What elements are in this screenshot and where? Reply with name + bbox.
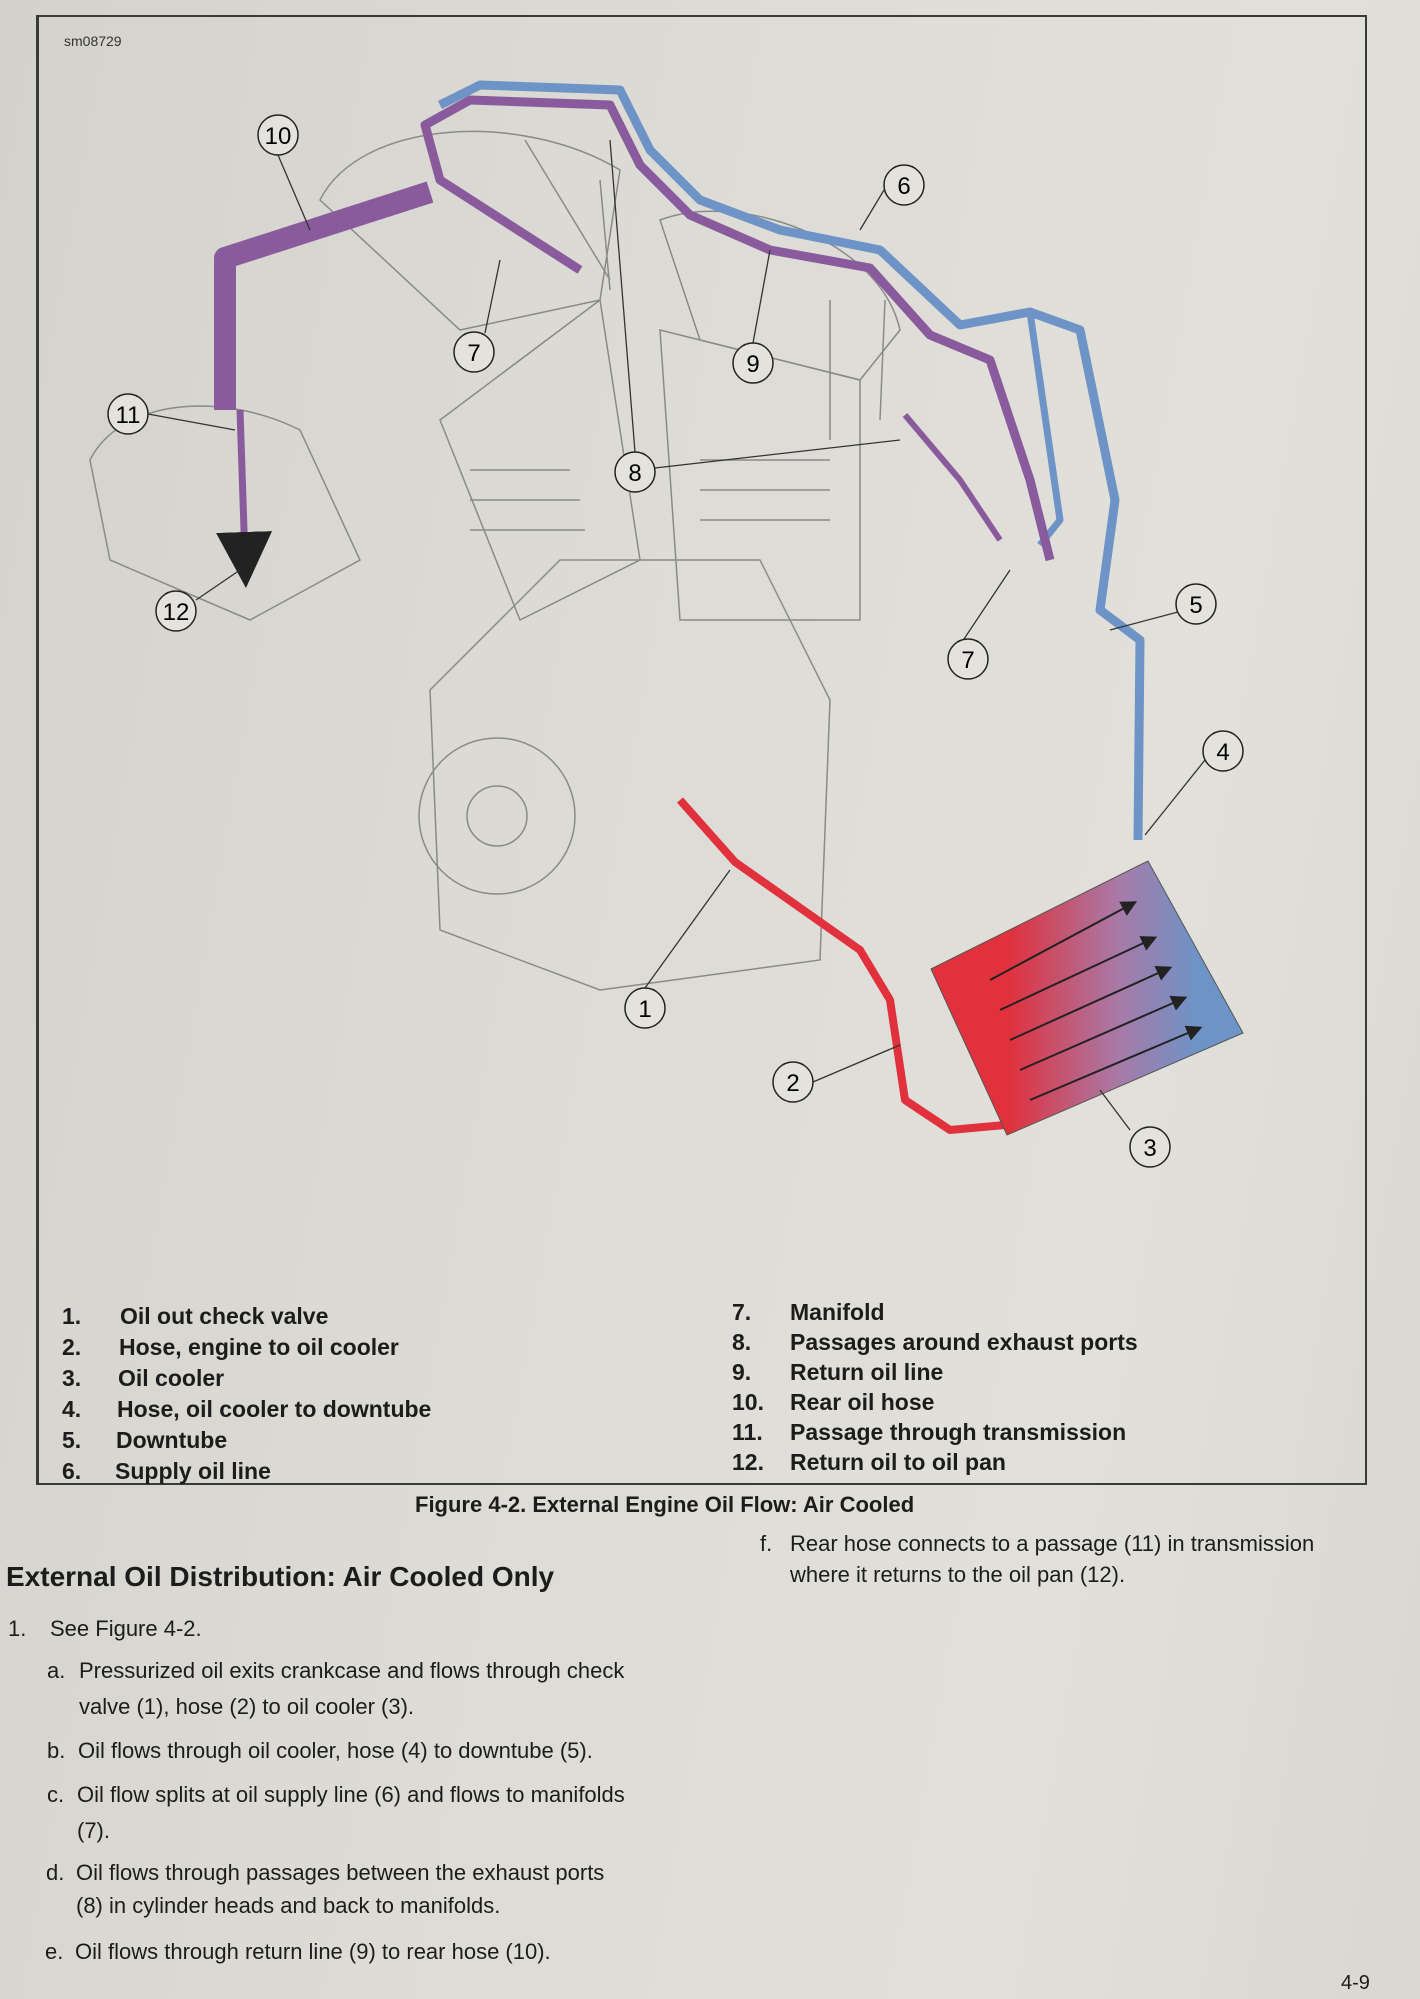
callout-1: 1 (624, 987, 666, 1029)
svg-text:7: 7 (961, 647, 974, 674)
callout-7-rear: 7 (947, 638, 989, 680)
substep-letter: f. (760, 1531, 773, 1556)
svg-text:8: 8 (628, 460, 641, 487)
substep-line: where it returns to the oil pan (12). (790, 1562, 1126, 1587)
svg-text:10: 10 (265, 123, 292, 150)
substep-line: Rear hose connects to a passage (11) in … (790, 1531, 1315, 1556)
substep-line: Oil flows through return line (9) to rea… (75, 1939, 551, 1964)
svg-text:9: 9 (746, 351, 759, 378)
callout-3: 3 (1129, 1126, 1171, 1168)
callout-7-front: 7 (453, 331, 495, 373)
callout-10: 10 (257, 114, 299, 156)
svg-text:6: 6 (897, 173, 910, 200)
substep-letter: d. (46, 1860, 65, 1885)
substep-line: (7). (77, 1818, 110, 1843)
oil-cooler (930, 860, 1244, 1136)
substep-line: Oil flow splits at oil supply line (6) a… (77, 1782, 625, 1807)
return-oil-line (214, 95, 1055, 588)
substep-letter: b. (47, 1738, 66, 1763)
substep-letter: a. (47, 1658, 66, 1683)
callout-11: 11 (107, 393, 149, 435)
callout-2: 2 (772, 1061, 814, 1103)
callout-5: 5 (1175, 583, 1217, 625)
section-heading: External Oil Distribution: Air Cooled On… (6, 1561, 555, 1592)
step-number: 1. (8, 1616, 27, 1641)
figure-caption: Figure 4-2. External Engine Oil Flow: Ai… (415, 1492, 915, 1517)
substep-letter: e. (45, 1939, 64, 1964)
svg-text:1: 1 (638, 996, 651, 1023)
svg-text:2: 2 (786, 1070, 799, 1097)
substep-line: valve (1), hose (2) to oil cooler (3). (79, 1694, 415, 1719)
callouts: 1 2 3 4 5 6 7 7 8 9 10 11 12 (107, 114, 1244, 1168)
substep-line: Oil flows through oil cooler, hose (4) t… (78, 1738, 593, 1763)
callout-4: 4 (1202, 730, 1244, 772)
figure-frame (36, 15, 1367, 1485)
engine-sketch (89, 130, 901, 991)
step-text: See Figure 4-2. (50, 1616, 202, 1641)
substep-line: (8) in cylinder heads and back to manifo… (76, 1893, 501, 1918)
supply-oil-line (437, 80, 1145, 841)
pressure-hose (677, 797, 1006, 1134)
substep-letter: c. (47, 1782, 65, 1807)
svg-text:4: 4 (1216, 739, 1229, 766)
svg-text:12: 12 (163, 599, 190, 626)
svg-text:5: 5 (1189, 592, 1202, 619)
callout-12: 12 (155, 590, 197, 632)
callout-9: 9 (732, 342, 774, 384)
svg-text:11: 11 (116, 402, 141, 429)
page-number: 4-9 (1341, 1972, 1370, 1994)
callout-8: 8 (614, 451, 656, 493)
figure-id: sm08729 (64, 33, 122, 49)
oil-flow-diagram: 1 2 3 4 5 6 7 7 8 9 10 11 12 (89, 80, 1244, 1168)
cooler-flow-arrows (989, 901, 1203, 1101)
substep-line: Oil flows through passages between the e… (76, 1860, 605, 1885)
svg-text:3: 3 (1143, 1135, 1156, 1162)
callout-6: 6 (883, 164, 925, 206)
substep-line: Pressurized oil exits crankcase and flow… (79, 1658, 625, 1683)
svg-text:7: 7 (467, 340, 480, 367)
